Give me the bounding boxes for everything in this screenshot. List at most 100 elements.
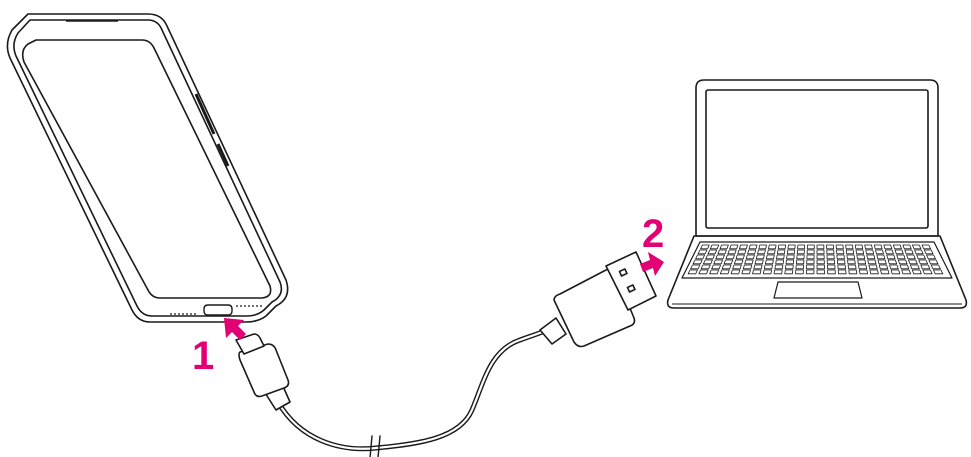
keyboard-key xyxy=(796,270,804,274)
keyboard-key xyxy=(796,260,804,264)
keyboard-key xyxy=(733,265,742,269)
keyboard-key xyxy=(912,245,921,249)
keyboard-key xyxy=(706,255,715,259)
keyboard-key xyxy=(785,265,793,269)
keyboard-key xyxy=(758,250,766,254)
keyboard-key xyxy=(777,255,785,259)
keyboard-key xyxy=(710,245,719,249)
keyboard-key xyxy=(699,270,708,274)
keyboard-key xyxy=(897,255,905,259)
keyboard-key xyxy=(710,270,719,274)
keyboard-key xyxy=(837,255,845,259)
keyboard-key xyxy=(859,270,867,274)
keyboard-key xyxy=(807,245,814,249)
keyboard-key xyxy=(888,260,896,264)
keyboard-key xyxy=(726,255,735,259)
keyboard-key xyxy=(890,265,899,269)
keyboard-key xyxy=(898,260,907,264)
keyboard-key xyxy=(847,255,855,259)
keyboard-key xyxy=(766,255,774,259)
keyboard-key xyxy=(885,250,893,254)
keyboard-key xyxy=(755,260,763,264)
keyboard-key xyxy=(870,270,879,274)
keyboard-key xyxy=(933,270,942,274)
keyboard-key xyxy=(846,250,854,254)
keyboard-key xyxy=(905,250,913,254)
keyboard-key xyxy=(857,255,865,259)
keyboard-key xyxy=(716,255,725,259)
keyboard-key xyxy=(836,245,843,249)
keyboard-key xyxy=(728,250,736,254)
keyboard-key xyxy=(924,250,933,254)
keyboard-key xyxy=(763,270,771,274)
keyboard-key xyxy=(929,260,938,264)
keyboard-key xyxy=(923,270,932,274)
keyboard-key xyxy=(931,265,940,269)
keyboard-key xyxy=(837,250,844,254)
keyboard-key xyxy=(691,265,700,269)
keyboard-key xyxy=(915,250,924,254)
keyboard-key xyxy=(718,250,727,254)
keyboard-key xyxy=(817,270,825,274)
keyboard-key xyxy=(720,270,729,274)
keyboard-key xyxy=(736,255,744,259)
smartphone-icon xyxy=(7,14,287,322)
keyboard-key xyxy=(775,265,783,269)
keyboard-key xyxy=(703,260,712,264)
keyboard-key xyxy=(859,265,867,269)
keyboard-key xyxy=(912,270,921,274)
keyboard-key xyxy=(742,270,751,274)
keyboard-key xyxy=(798,245,805,249)
keyboard-key xyxy=(746,255,754,259)
step-1-label: 1 xyxy=(192,336,214,376)
keyboard-key xyxy=(922,245,931,249)
keyboard-key xyxy=(838,265,846,269)
keyboard-key xyxy=(846,245,853,249)
keyboard-key xyxy=(774,270,782,274)
usb-c-plug-icon xyxy=(236,334,290,410)
keyboard-key xyxy=(900,265,909,269)
keyboard-key xyxy=(838,270,846,274)
keyboard-key xyxy=(785,270,793,274)
keyboard-key xyxy=(927,255,936,259)
keyboard-key xyxy=(807,260,814,264)
keyboard-key xyxy=(807,265,815,269)
insert-arrow-icon xyxy=(224,318,246,340)
keyboard-key xyxy=(907,255,916,259)
keyboard-key xyxy=(878,260,886,264)
keyboard-key xyxy=(855,245,863,249)
usb-a-plug-icon xyxy=(540,252,656,347)
keyboard-key xyxy=(797,255,804,259)
keyboard-key xyxy=(869,265,877,269)
keyboard-key xyxy=(731,270,740,274)
keyboard-key xyxy=(722,265,731,269)
keyboard-key xyxy=(708,250,717,254)
keyboard-key xyxy=(879,265,887,269)
keyboard-key xyxy=(764,265,772,269)
keyboard-key xyxy=(827,245,834,249)
keyboard-key xyxy=(910,265,919,269)
keyboard-key xyxy=(817,265,825,269)
keyboard-key xyxy=(874,245,882,249)
keyboard-key xyxy=(765,260,773,264)
keyboard-key xyxy=(786,260,794,264)
keyboard-key xyxy=(891,270,900,274)
keyboard-key xyxy=(902,270,911,274)
keyboard-key xyxy=(887,255,895,259)
keyboard-key xyxy=(759,245,767,249)
keyboard-key xyxy=(921,265,930,269)
keyboard-key xyxy=(848,260,856,264)
keyboard-key xyxy=(768,250,776,254)
keyboard-key xyxy=(849,270,857,274)
keyboard-key xyxy=(817,245,824,249)
keyboard-key xyxy=(848,265,856,269)
keyboard-key xyxy=(856,250,864,254)
laptop-icon xyxy=(668,80,967,308)
keyboard-key xyxy=(753,270,762,274)
keyboard-key xyxy=(712,265,721,269)
keyboard-key xyxy=(827,260,835,264)
keyboard-key xyxy=(788,245,795,249)
keyboard-key xyxy=(769,245,777,249)
keyboard-key xyxy=(893,245,901,249)
